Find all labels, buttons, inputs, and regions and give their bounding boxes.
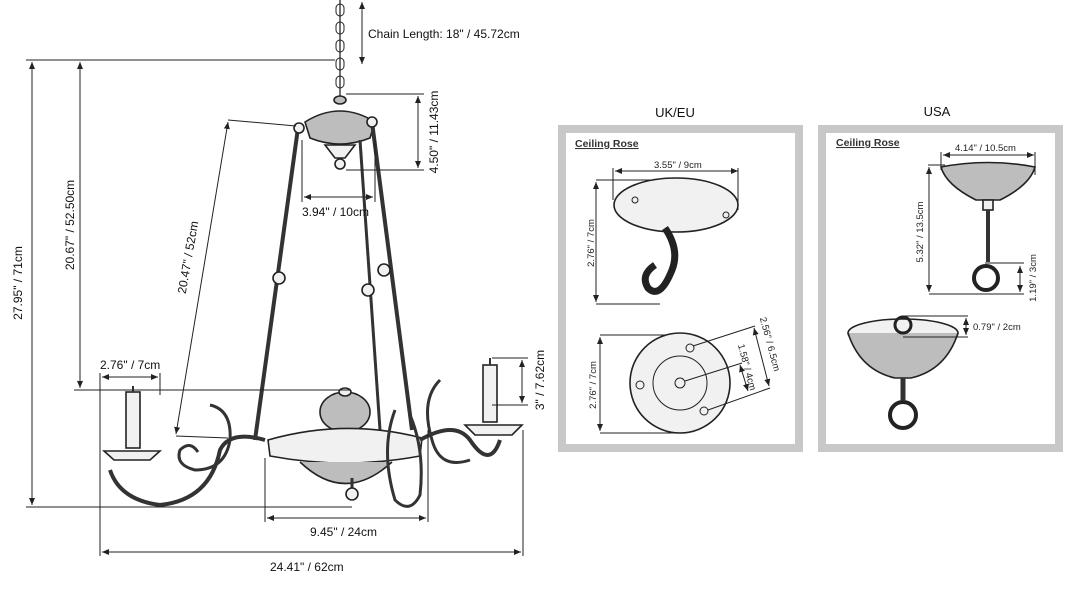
center-body xyxy=(267,387,423,501)
ring-width-label: 9.45" / 24cm xyxy=(310,525,377,539)
uk-eu-panel: UK/EU Ceiling Rose 3.55" / 9cm 2.76" / 7… xyxy=(558,105,803,452)
left-arm xyxy=(101,386,266,508)
rod-length-label: 20.47" / 52cm xyxy=(175,220,202,295)
uk-eu-heading: Ceiling Rose xyxy=(575,138,639,150)
usa-panel: USA Ceiling Rose 4.14" / 10.5cm 5.32" / … xyxy=(818,104,1063,452)
chain-length-label: Chain Length: 18" / 45.72cm xyxy=(368,27,520,41)
chandelier-illustration xyxy=(101,0,524,508)
hook-width-label: 3.55" / 9cm xyxy=(654,160,702,171)
usa-canopy-width-label: 4.14" / 10.5cm xyxy=(955,143,1016,154)
dimension-lines xyxy=(26,1,528,556)
canopy-width-label: 3.94" / 10cm xyxy=(302,205,369,219)
canopy xyxy=(304,95,376,170)
usa-canopy-height-label: 5.32" / 13.5cm xyxy=(915,201,926,262)
rods xyxy=(253,116,414,441)
body-height-label: 20.67" / 52.50cm xyxy=(63,180,77,270)
usa-ring-height-label: 1.19" / 3cm xyxy=(1028,254,1039,302)
dimension-labels: Chain Length: 18" / 45.72cm 27.95" / 71c… xyxy=(11,27,547,574)
right-arm xyxy=(386,358,524,508)
usa-cup-depth-label: 0.79" / 2cm xyxy=(973,322,1021,333)
usa-cup-drawing xyxy=(847,315,959,430)
hook-rose-drawing xyxy=(613,177,739,295)
mounting-plate-drawing xyxy=(629,325,771,434)
usa-canopy-drawing xyxy=(939,161,1037,292)
candle-height-label: 3" / 7.62cm xyxy=(533,350,547,410)
total-height-label: 27.95" / 71cm xyxy=(11,246,25,320)
canopy-height-label: 4.50" / 11.43cm xyxy=(427,91,441,174)
uk-eu-title: UK/EU xyxy=(655,105,695,120)
usa-heading: Ceiling Rose xyxy=(836,137,900,149)
arm-reach-label: 2.76" / 7cm xyxy=(100,358,160,372)
chain xyxy=(335,0,345,98)
usa-title: USA xyxy=(924,104,951,119)
plate-diameter-label: 2.76" / 7cm xyxy=(588,361,599,409)
total-width-label: 24.41" / 62cm xyxy=(270,560,344,574)
hook-height-label: 2.76" / 7cm xyxy=(586,219,597,267)
